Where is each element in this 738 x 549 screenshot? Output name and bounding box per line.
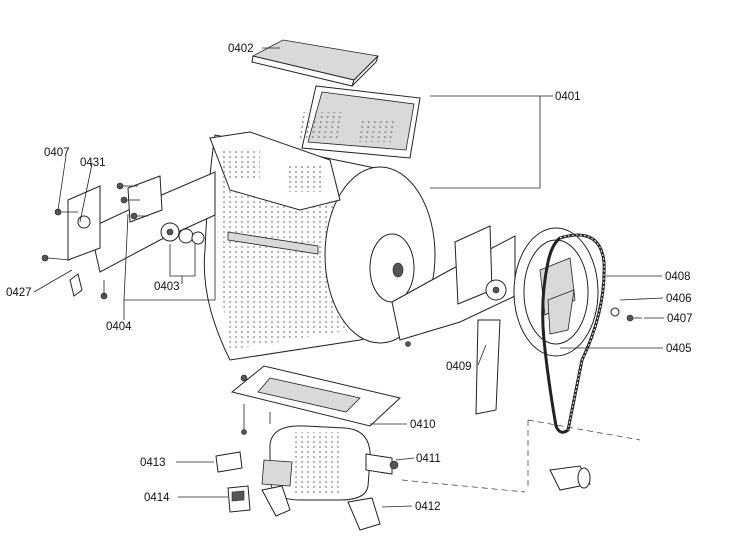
label-0412: 0412 <box>415 501 441 513</box>
label-0407-left: 0407 <box>44 147 70 159</box>
small-parts-left <box>215 451 251 513</box>
motor-part <box>261 425 399 501</box>
label-0403: 0403 <box>154 281 180 293</box>
label-0409: 0409 <box>446 361 472 373</box>
screws-right <box>610 307 642 322</box>
label-0410: 0410 <box>410 419 436 431</box>
capacitor-part <box>549 465 591 491</box>
label-0408: 0408 <box>665 271 691 283</box>
drum-body-part <box>203 131 436 361</box>
right-bracket-part <box>391 225 516 415</box>
label-0413: 0413 <box>140 457 166 469</box>
label-0406: 0406 <box>666 293 692 305</box>
label-0431: 0431 <box>80 157 106 169</box>
part-labels: 0402 0401 0407 0431 0427 0403 0404 0408 … <box>6 43 693 513</box>
drive-belt-part <box>541 233 606 434</box>
label-0402: 0402 <box>228 43 254 55</box>
leader-lines <box>33 47 664 508</box>
label-0411: 0411 <box>416 453 441 465</box>
label-0427: 0427 <box>6 287 32 299</box>
drum-door-part <box>298 85 421 159</box>
motor-clips-part <box>261 485 381 531</box>
cabinet-outline <box>401 419 641 493</box>
lid-cover-part <box>251 39 379 87</box>
screws-left <box>41 182 148 300</box>
left-bracket-part <box>67 171 216 273</box>
motor-plate-part <box>230 365 402 435</box>
pulley-part <box>513 227 599 357</box>
label-0407-right: 0407 <box>667 313 693 325</box>
label-0401: 0401 <box>555 91 581 103</box>
label-0414: 0414 <box>144 492 170 504</box>
label-0405: 0405 <box>666 343 692 355</box>
label-0404: 0404 <box>106 321 132 333</box>
